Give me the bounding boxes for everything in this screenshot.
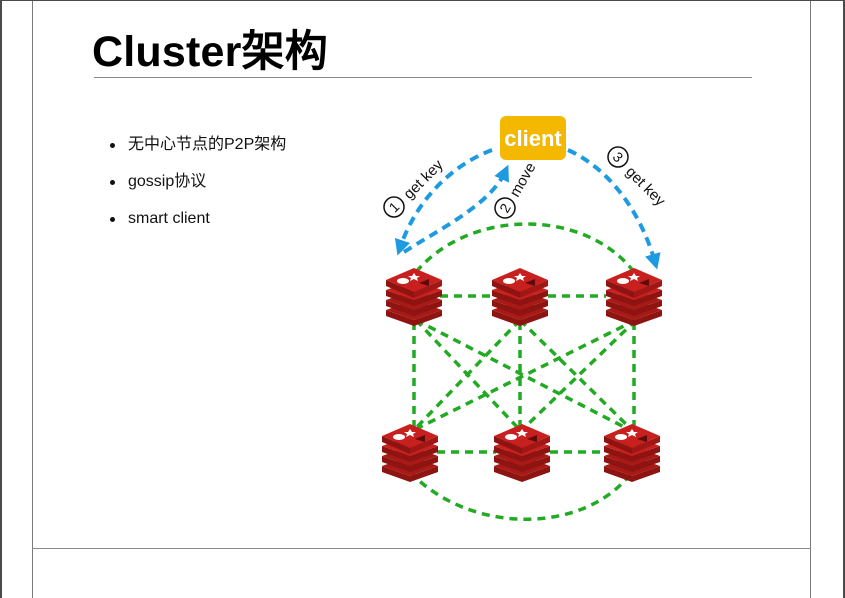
bullet-dot bbox=[110, 143, 115, 148]
request-arrows bbox=[394, 148, 661, 270]
bullet-item: 无中心节点的P2P架构 bbox=[110, 134, 286, 171]
bullet-item: gossip协议 bbox=[110, 171, 286, 208]
left-border-line bbox=[32, 1, 33, 598]
client-box: client bbox=[500, 116, 566, 160]
step-number-circle bbox=[494, 197, 516, 219]
bullet-text: smart client bbox=[128, 210, 210, 227]
step-2-label: 2 move bbox=[494, 160, 540, 219]
get-key-arrow-1 bbox=[394, 148, 493, 256]
footer-divider bbox=[32, 548, 811, 549]
page-title: Cluster架构 bbox=[92, 28, 328, 76]
gossip-arc-top bbox=[414, 222, 636, 274]
client-background bbox=[500, 116, 566, 160]
bullet-dot bbox=[110, 180, 115, 185]
step-number-circle bbox=[383, 196, 405, 218]
gossip-arc-bottom bbox=[408, 470, 634, 521]
gossip-link bbox=[412, 318, 522, 432]
step-number-circle bbox=[607, 146, 629, 168]
gossip-link bbox=[415, 318, 631, 432]
right-border-line bbox=[810, 1, 811, 598]
gossip-links bbox=[408, 222, 638, 521]
get-key-arrow-3 bbox=[567, 148, 661, 270]
redis-logo-icon bbox=[604, 424, 660, 482]
bullet-dot bbox=[110, 217, 115, 222]
gossip-link bbox=[520, 318, 638, 432]
title-underline bbox=[94, 77, 752, 78]
redis-logo-icon bbox=[606, 268, 662, 326]
step-text: get key bbox=[400, 156, 447, 203]
client-label: client bbox=[504, 126, 562, 151]
step-3-label: 3 get key bbox=[607, 146, 669, 210]
bullet-text: 无中心节点的P2P架构 bbox=[128, 136, 287, 153]
gossip-link bbox=[518, 318, 634, 432]
redis-logo-icon bbox=[386, 268, 442, 326]
bullet-list: 无中心节点的P2P架构 gossip协议 smart client bbox=[110, 134, 286, 245]
bullet-item: smart client bbox=[110, 208, 286, 245]
bullet-text: gossip协议 bbox=[128, 173, 207, 190]
redis-logo-icon bbox=[492, 268, 548, 326]
move-arrow-2 bbox=[402, 164, 509, 254]
step-text: move bbox=[506, 160, 539, 200]
redis-logo-icon bbox=[382, 424, 438, 482]
redis-logo-icon bbox=[494, 424, 550, 482]
